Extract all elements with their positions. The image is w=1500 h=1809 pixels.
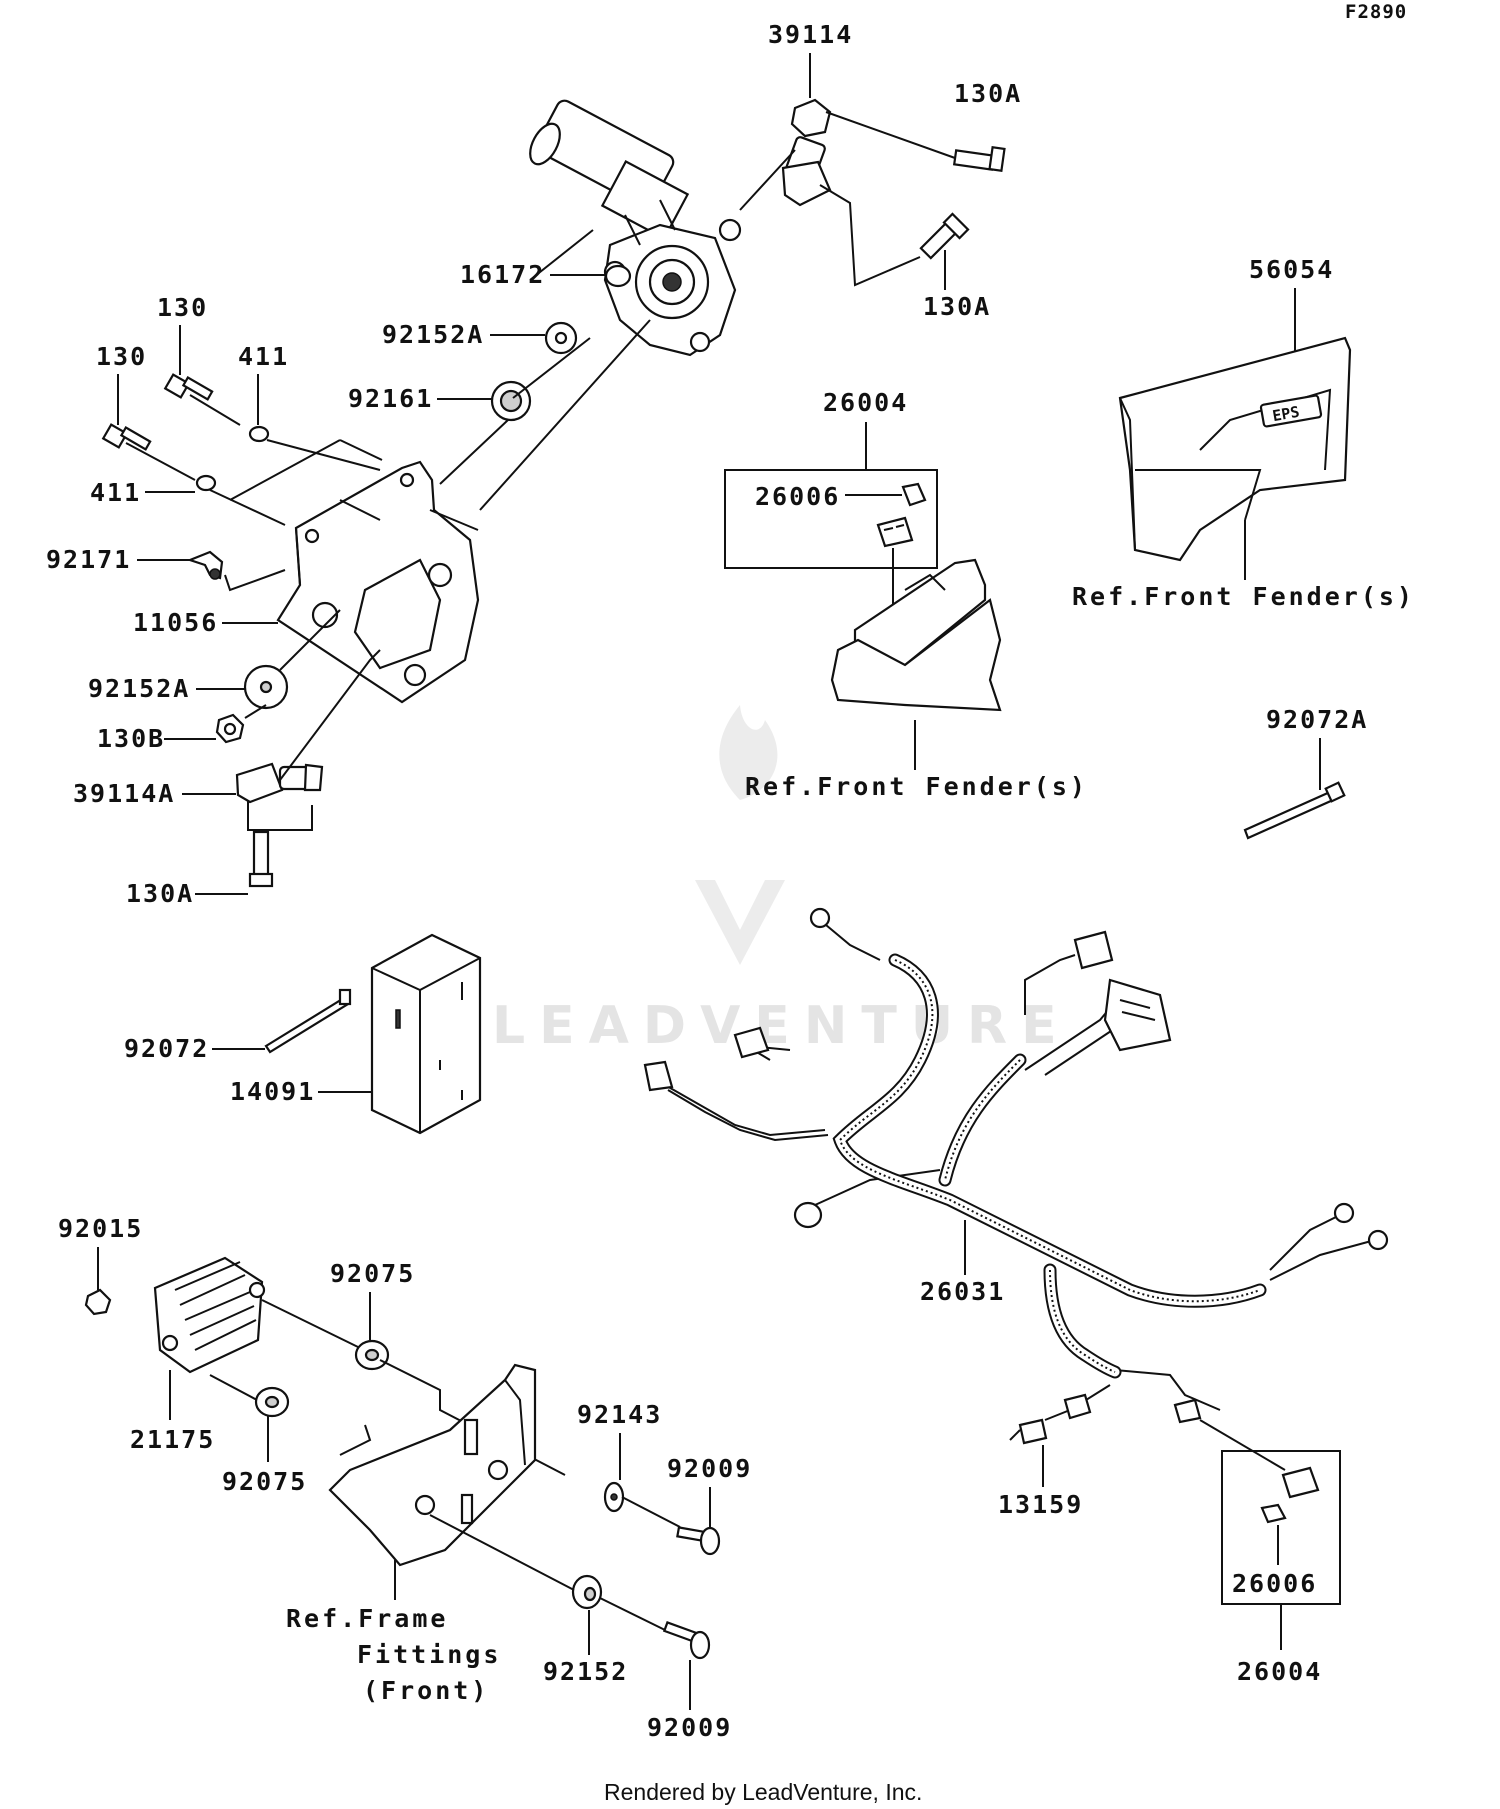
- grommet-92075-upper[interactable]: [354, 1339, 390, 1371]
- label-92072: 92072: [124, 1034, 209, 1063]
- label-16172: 16172: [460, 260, 545, 289]
- label-92143: 92143: [577, 1400, 662, 1429]
- label-130a-lower: 130A: [126, 879, 194, 908]
- bolt-130a-top[interactable]: [952, 146, 1006, 172]
- label-92015: 92015: [58, 1214, 143, 1243]
- group-box-26004-top: [724, 469, 938, 569]
- grommet-92075-lower[interactable]: [254, 1386, 290, 1418]
- label-92075-upper: 92075: [330, 1259, 415, 1288]
- bolt-130a-lower[interactable]: [248, 830, 274, 888]
- label-39114: 39114: [768, 20, 853, 49]
- ref-front-fender-middle: Ref.Front Fender(s): [745, 772, 1088, 801]
- bolt-130-upper[interactable]: [163, 373, 214, 401]
- diagram-code: F2890: [1345, 1, 1407, 23]
- emblem-56054[interactable]: EPS: [1259, 394, 1323, 428]
- label-130-lower: 130: [96, 342, 147, 371]
- collar-16172[interactable]: [604, 264, 632, 288]
- connector-26004-top[interactable]: [876, 516, 914, 548]
- label-411-upper: 411: [238, 342, 289, 371]
- washer-92161[interactable]: [490, 380, 532, 422]
- emblem-text: EPS: [1271, 403, 1301, 425]
- label-92072a: 92072A: [1266, 705, 1368, 734]
- label-92161: 92161: [348, 384, 433, 413]
- nut-130b[interactable]: [215, 713, 245, 744]
- label-130b: 130B: [97, 724, 165, 753]
- washer-92152a-top[interactable]: [544, 321, 578, 355]
- washer-411-upper[interactable]: [248, 425, 270, 443]
- ref-front-fender-right: Ref.Front Fender(s): [1072, 582, 1415, 611]
- washer-411-lower[interactable]: [195, 474, 217, 492]
- label-92152a-lower: 92152A: [88, 674, 190, 703]
- front-fender-mount[interactable]: [830, 558, 1002, 712]
- label-21175: 21175: [130, 1425, 215, 1454]
- footer-credit: Rendered by LeadVenture, Inc.: [604, 1779, 922, 1805]
- label-13159: 13159: [998, 1490, 1083, 1519]
- eps-motor-unit[interactable]: [524, 98, 742, 357]
- ref-frame-line3: (Front): [363, 1676, 489, 1705]
- group-box-26004-bottom: [1221, 1450, 1341, 1605]
- cable-tie-92072[interactable]: [264, 988, 352, 1054]
- cable-tie-92072a[interactable]: [1243, 781, 1346, 840]
- label-130a-middle: 130A: [923, 292, 991, 321]
- label-14091: 14091: [230, 1077, 315, 1106]
- ecu-14091[interactable]: [370, 933, 482, 1135]
- label-26031: 26031: [920, 1277, 1005, 1306]
- label-92009-upper: 92009: [667, 1454, 752, 1483]
- universal-joint-39114a[interactable]: [235, 762, 324, 804]
- label-130-upper: 130: [157, 293, 208, 322]
- label-92171: 92171: [46, 545, 131, 574]
- label-92009-lower: 92009: [647, 1713, 732, 1742]
- label-39114a: 39114A: [73, 779, 175, 808]
- leadventure-watermark: LEADVENTURE: [492, 705, 1071, 1056]
- frame-bracket[interactable]: [328, 1363, 537, 1567]
- front-fender-side-cover[interactable]: [1118, 336, 1352, 562]
- wire-harness-26031[interactable]: [643, 907, 1389, 1441]
- washer-92143[interactable]: [603, 1481, 625, 1513]
- bolt-130-lower[interactable]: [101, 423, 152, 451]
- bolt-130a-middle[interactable]: [919, 212, 970, 260]
- label-411-lower: 411: [90, 478, 141, 507]
- label-26006-bottom: 26006: [1232, 1569, 1317, 1598]
- nut-92015[interactable]: [84, 1288, 112, 1316]
- universal-joint-39114[interactable]: [781, 98, 832, 207]
- watermark-text: LEADVENTURE: [492, 996, 1071, 1056]
- connector-26006-top[interactable]: [901, 482, 927, 507]
- washer-92152a-lower[interactable]: [243, 664, 289, 710]
- ref-frame-line2: Fittings: [357, 1640, 501, 1669]
- label-92075-lower: 92075: [222, 1467, 307, 1496]
- label-92152: 92152: [543, 1657, 628, 1686]
- connector-26006-bottom[interactable]: [1260, 1503, 1287, 1524]
- screw-92009-upper[interactable]: [676, 1526, 721, 1556]
- regulator-21175[interactable]: [153, 1256, 266, 1374]
- clamp-92171[interactable]: [186, 550, 224, 580]
- bracket-11056[interactable]: [276, 460, 480, 704]
- label-56054: 56054: [1249, 255, 1334, 284]
- label-26004-bottom: 26004: [1237, 1657, 1322, 1686]
- label-92152a-top: 92152A: [382, 320, 484, 349]
- label-26006-top: 26006: [755, 482, 840, 511]
- label-26004-top: 26004: [823, 388, 908, 417]
- label-11056: 11056: [133, 608, 218, 637]
- ref-frame-line1: Ref.Frame: [286, 1604, 448, 1633]
- connector-13159[interactable]: [1018, 1418, 1048, 1445]
- connector-26004-bottom[interactable]: [1281, 1466, 1320, 1499]
- washer-92152[interactable]: [571, 1574, 603, 1610]
- label-130a-top: 130A: [954, 79, 1022, 108]
- screw-92009-lower[interactable]: [662, 1621, 711, 1660]
